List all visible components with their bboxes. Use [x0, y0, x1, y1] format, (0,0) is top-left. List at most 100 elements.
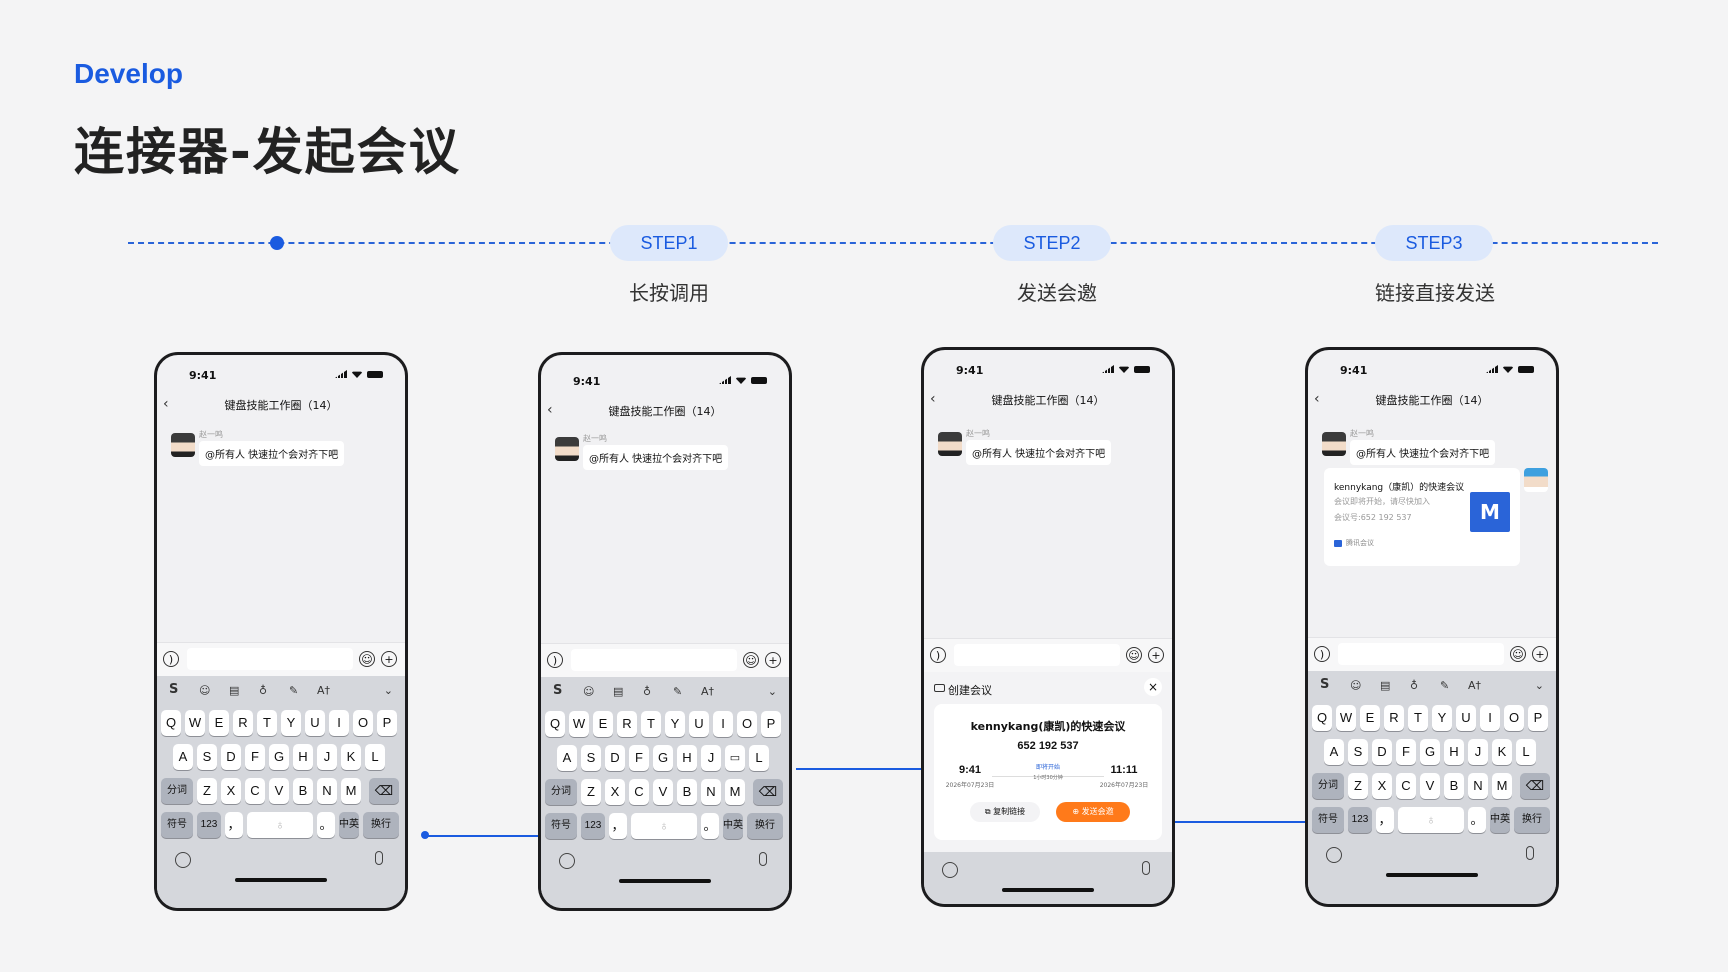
key[interactable]: B [293, 778, 313, 804]
key[interactable]: X [605, 779, 625, 805]
key[interactable]: T [641, 711, 661, 737]
numbers-key[interactable]: 123 [1348, 807, 1372, 833]
key[interactable]: N [701, 779, 721, 805]
emoji-icon[interactable]: ☺ [743, 652, 759, 668]
emoji-icon[interactable]: ☺ [1510, 646, 1526, 662]
comma-key[interactable]: ， [225, 812, 243, 838]
key[interactable]: G [269, 744, 289, 770]
delete-key[interactable]: ⌫ [1520, 773, 1550, 799]
key[interactable]: Q [545, 711, 565, 737]
globe-icon[interactable] [942, 862, 958, 878]
key[interactable]: G [653, 745, 673, 771]
comma-key[interactable]: ， [1376, 807, 1394, 833]
key[interactable]: D [221, 744, 241, 770]
key[interactable]: D [1372, 739, 1392, 765]
key[interactable]: S [197, 744, 217, 770]
key[interactable]: R [617, 711, 637, 737]
emoji-tool-icon[interactable]: ☺ [583, 685, 595, 698]
period-key[interactable]: 。 [701, 813, 719, 839]
globe-icon[interactable] [175, 852, 191, 868]
message-bubble[interactable]: @所有人 快速拉个会对齐下吧 [1350, 440, 1496, 465]
globe-icon[interactable] [1326, 847, 1342, 863]
clipboard-icon[interactable]: ▤ [229, 684, 240, 697]
key[interactable]: K [1492, 739, 1512, 765]
symbols-key[interactable]: 符号 [545, 813, 577, 839]
cn-en-key[interactable]: 中英 [339, 812, 359, 838]
plus-icon[interactable]: + [1532, 646, 1548, 662]
segment-key[interactable]: 分词 [1312, 773, 1344, 799]
key[interactable]: J [701, 745, 721, 771]
period-key[interactable]: 。 [1468, 807, 1486, 833]
key[interactable]: S [581, 745, 601, 771]
font-icon[interactable]: A† [701, 685, 715, 698]
key[interactable]: N [1468, 773, 1488, 799]
key[interactable]: L [749, 745, 769, 771]
message-input[interactable] [571, 649, 737, 671]
back-chevron-icon[interactable]: ‹ [547, 402, 553, 418]
space-key[interactable]: ♁ [631, 813, 697, 839]
key[interactable]: U [689, 711, 709, 737]
key[interactable]: Z [1348, 773, 1368, 799]
emoji-icon[interactable]: ☺ [359, 651, 375, 667]
plus-icon[interactable]: + [381, 651, 397, 667]
meeting-connector-key-video-icon[interactable]: ▭ [725, 745, 745, 771]
meeting-link-card[interactable]: kennykang（康凯）的快速会议 会议即将开始，请尽快加入 会议号:652 … [1324, 468, 1520, 566]
close-icon[interactable]: × [1144, 678, 1162, 696]
key[interactable]: P [761, 711, 781, 737]
message-bubble[interactable]: @所有人 快速拉个会对齐下吧 [583, 445, 729, 470]
logo-icon[interactable]: S [553, 683, 563, 698]
key[interactable]: E [593, 711, 613, 737]
voice-icon[interactable]: ) [1314, 646, 1330, 662]
globe-icon[interactable] [559, 853, 575, 869]
microphone-icon[interactable] [759, 852, 767, 866]
key[interactable]: O [737, 711, 757, 737]
key[interactable]: F [1396, 739, 1416, 765]
key[interactable]: W [569, 711, 589, 737]
key[interactable]: E [209, 710, 229, 736]
key[interactable]: V [1420, 773, 1440, 799]
symbols-key[interactable]: 符号 [1312, 807, 1344, 833]
key[interactable]: H [293, 744, 313, 770]
key[interactable]: C [629, 779, 649, 805]
key[interactable]: Y [665, 711, 685, 737]
font-icon[interactable]: A† [1468, 679, 1482, 692]
key[interactable]: C [245, 778, 265, 804]
numbers-key[interactable]: 123 [581, 813, 605, 839]
key[interactable]: V [653, 779, 673, 805]
avatar[interactable] [938, 432, 962, 456]
key[interactable]: U [305, 710, 325, 736]
plus-icon[interactable]: + [1148, 647, 1164, 663]
clipboard-icon[interactable]: ▤ [613, 685, 624, 698]
back-chevron-icon[interactable]: ‹ [163, 396, 169, 412]
key[interactable]: E [1360, 705, 1380, 731]
avatar[interactable] [555, 437, 579, 461]
emoji-icon[interactable]: ☺ [1126, 647, 1142, 663]
key[interactable]: Y [1432, 705, 1452, 731]
return-key[interactable]: 换行 [363, 812, 399, 838]
key[interactable]: V [269, 778, 289, 804]
emoji-tool-icon[interactable]: ☺ [1350, 679, 1362, 692]
key[interactable]: H [677, 745, 697, 771]
key[interactable]: F [245, 744, 265, 770]
key[interactable]: Y [281, 710, 301, 736]
message-bubble[interactable]: @所有人 快速拉个会对齐下吧 [199, 441, 345, 466]
message-input[interactable] [1338, 643, 1504, 665]
key[interactable]: O [1504, 705, 1524, 731]
key[interactable]: U [1456, 705, 1476, 731]
clipboard-icon[interactable]: ▤ [1380, 679, 1391, 692]
key[interactable]: Q [161, 710, 181, 736]
voice-icon[interactable]: ) [547, 652, 563, 668]
key[interactable]: T [1408, 705, 1428, 731]
microphone-icon[interactable] [1142, 861, 1150, 875]
key[interactable]: R [233, 710, 253, 736]
key[interactable]: Z [197, 778, 217, 804]
handwrite-icon[interactable]: ✎ [673, 685, 683, 698]
key[interactable]: A [173, 744, 193, 770]
plus-icon[interactable]: + [765, 652, 781, 668]
voice-icon[interactable]: ) [930, 647, 946, 663]
avatar[interactable] [1524, 468, 1548, 492]
key[interactable]: K [341, 744, 361, 770]
handwrite-icon[interactable]: ✎ [1440, 679, 1450, 692]
voice-icon[interactable]: ) [163, 651, 179, 667]
microphone-icon[interactable] [375, 851, 383, 865]
